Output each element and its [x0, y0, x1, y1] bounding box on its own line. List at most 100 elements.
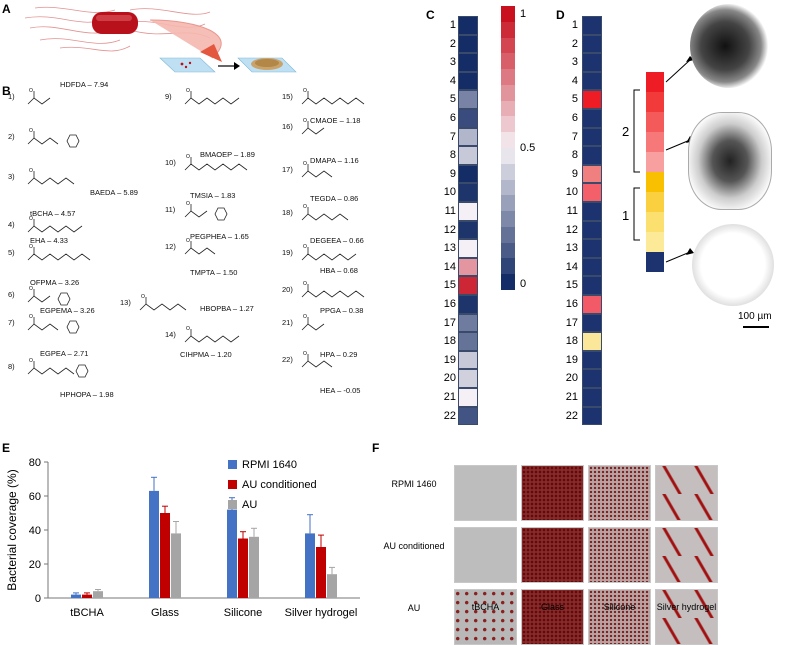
- scale-swatch: [646, 92, 664, 112]
- compound-number: 10): [165, 158, 176, 167]
- heatmap-d-cell: [582, 257, 602, 277]
- panel-label-e: E: [2, 441, 11, 455]
- svg-text:O: O: [186, 326, 190, 332]
- micrograph-cell: [588, 589, 651, 645]
- legend-label: AU conditioned: [242, 479, 317, 491]
- compound-number: 18): [282, 208, 293, 217]
- svg-text:O: O: [29, 168, 33, 174]
- heatmap-c-cell: [458, 16, 478, 35]
- compound-name: PEGPHEA – 1.65: [190, 232, 249, 241]
- heatmap-c-cell: [458, 146, 478, 165]
- legend-swatch: [501, 37, 515, 54]
- compound-name: tBCHA – 4.57: [30, 209, 76, 218]
- y-tick-label: 0: [35, 593, 41, 605]
- row-label-c: 8: [449, 149, 456, 162]
- compound-name: TMPTA – 1.50: [190, 268, 238, 277]
- row-label-d: 18: [565, 335, 578, 348]
- x-tick-label: Glass: [151, 607, 180, 619]
- micrograph-cell: [521, 465, 584, 521]
- compound-name: OFPMA – 3.26: [30, 278, 80, 287]
- compound-name: HDFDA – 7.94: [60, 80, 109, 89]
- molecule-sketch: O: [301, 314, 325, 331]
- scale-swatch: [646, 132, 664, 152]
- heatmap-c-cell: [458, 183, 478, 202]
- molecule-sketch: O: [301, 351, 333, 368]
- heatmap-c-cell: [458, 109, 478, 128]
- col-label-f: Silicone: [603, 602, 636, 612]
- row-label-d: 19: [565, 353, 578, 366]
- compound-name: HEA – -0.05: [320, 386, 361, 395]
- micrograph-cell: [655, 589, 718, 645]
- heatmap-c-cell: [458, 202, 478, 221]
- y-tick-label: 40: [29, 525, 41, 537]
- heatmap-d-cell: [582, 34, 602, 54]
- row-label-c: 18: [443, 335, 456, 348]
- compound-number: 20): [282, 285, 293, 294]
- molecule-sketch: O: [184, 326, 240, 343]
- molecule-sketch: O: [139, 294, 187, 311]
- svg-text:O: O: [303, 244, 307, 250]
- row-label-d: 15: [565, 279, 578, 292]
- row-label-c: 13: [443, 242, 456, 255]
- micrograph-cell: [588, 527, 651, 583]
- bar-rpmi-1640: [71, 594, 81, 598]
- heatmap-c-cell: [458, 90, 478, 109]
- legend-swatch: [501, 211, 515, 228]
- compound-name: BAEDA – 5.89: [90, 188, 138, 197]
- legend-swatch: [501, 132, 515, 149]
- compound-name: TEGDA – 0.86: [310, 194, 359, 203]
- compound-number: 17): [282, 165, 293, 174]
- col-label-f: tBCHA: [471, 602, 500, 612]
- svg-text:O: O: [186, 201, 190, 207]
- legend-tick-label: 1: [520, 8, 527, 20]
- row-label-c: 4: [449, 74, 456, 87]
- svg-text:O: O: [29, 358, 33, 364]
- legend-swatch: [501, 163, 515, 181]
- bar-au-conditioned: [160, 513, 170, 598]
- micrograph-cell: [588, 465, 651, 521]
- row-label-c: 7: [449, 130, 456, 143]
- row-label-d: 2: [571, 37, 578, 50]
- panel-label-f: F: [372, 441, 380, 455]
- bar-au-conditioned: [316, 547, 326, 598]
- heatmap-d-cell: [582, 350, 602, 370]
- micrograph-top: [690, 4, 768, 88]
- x-tick-label: tBCHA: [70, 607, 104, 619]
- legend-swatch: [501, 69, 515, 86]
- heatmap-c-cell: [458, 239, 478, 258]
- row-label-c: 14: [443, 260, 456, 273]
- legend-swatch: [228, 480, 237, 489]
- compound-number: 9): [165, 92, 172, 101]
- molecule-sketch: O: [27, 358, 89, 378]
- molecule-sketch: O: [184, 154, 248, 171]
- row-label-c: 11: [444, 205, 456, 217]
- svg-text:O: O: [303, 204, 307, 210]
- legend-swatch: [228, 500, 237, 509]
- heatmap-c-cell: [458, 34, 478, 54]
- y-tick-label: 60: [29, 491, 41, 503]
- heatmap-d-cell: [582, 388, 602, 407]
- heatmap-d-cell: [582, 313, 602, 333]
- row-label-d: 1: [571, 19, 578, 31]
- molecule-sketch: O: [301, 204, 349, 221]
- legend-swatch: [501, 116, 515, 133]
- micrograph-cell: [454, 527, 517, 583]
- y-axis-label: Bacterial coverage (%): [5, 469, 19, 590]
- molecule-sketch: O: [27, 216, 83, 233]
- heatmap-c-cell: [458, 388, 478, 407]
- svg-text:O: O: [29, 286, 33, 292]
- legend-swatch: [501, 6, 515, 23]
- compound-number: 6): [8, 290, 15, 299]
- molecule-sketch: O: [27, 168, 75, 185]
- heatmap-d-cell: [582, 90, 602, 109]
- heatmap-d-cell: [582, 220, 602, 240]
- bar-rpmi-1640: [305, 533, 315, 598]
- compound-name: HBOPBA – 1.27: [200, 304, 254, 313]
- molecule-sketch: O: [301, 88, 365, 105]
- scale-swatch: [646, 172, 664, 192]
- compound-number: 11): [165, 205, 176, 214]
- compound-name: DMAPA – 1.16: [310, 156, 359, 165]
- compound-number: 14): [165, 330, 176, 339]
- row-label-c: 10: [443, 186, 456, 199]
- row-label-d: 10: [565, 186, 578, 199]
